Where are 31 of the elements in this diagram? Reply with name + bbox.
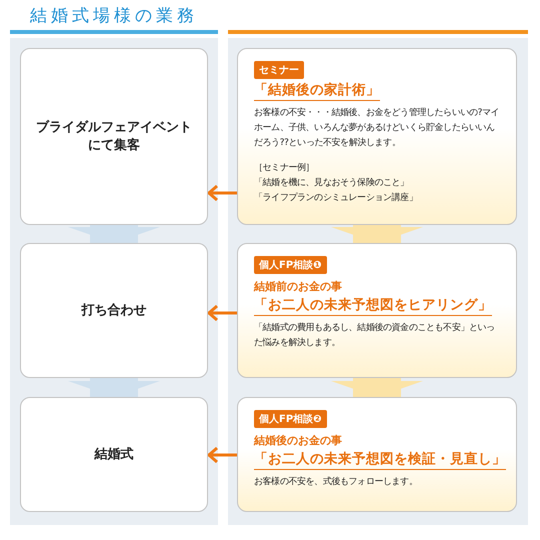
- step-box: [20, 243, 208, 378]
- list-item: 「ライフプランのシミュレーション講座」: [254, 191, 418, 205]
- step-label: 打ち合わせ: [80, 302, 148, 320]
- box-title: 「お二人の未来予想図をヒアリング」: [254, 296, 492, 316]
- step-box: [20, 48, 208, 225]
- step-label: ブライダルフェアイベントにて集客: [35, 118, 193, 154]
- description-text: 「結婚式の費用もあるし、結婚後の資金のことも不安」といった悩みを解決します。: [254, 322, 496, 350]
- arrow: [208, 446, 237, 464]
- subheading: 結婚前のお金の事: [254, 279, 343, 294]
- category-badge: 個人FP相談❶: [254, 256, 327, 274]
- service-box: [237, 48, 517, 225]
- description-text: お客様の不安を、式後もフォローします。: [254, 476, 418, 489]
- step-box: [20, 397, 208, 512]
- chevron-arrow: [331, 378, 423, 397]
- list-heading: ［セミナー例］: [254, 162, 316, 175]
- service-box: [237, 397, 517, 512]
- box-title: 「結婚後の家計術」: [254, 81, 380, 101]
- arrow: [208, 304, 237, 322]
- list-item: 「結婚を機に、見なおそう保険のこと」: [254, 176, 410, 190]
- subheading: 結婚後のお金の事: [254, 433, 343, 448]
- chevron-arrow: [68, 378, 160, 397]
- category-badge: 個人FP相談❷: [254, 410, 327, 428]
- column-heading: 結婚式場様の業務: [29, 5, 199, 27]
- chevron-arrow: [68, 225, 160, 243]
- box-title: 「お二人の未来予想図を検証・見直し」: [254, 450, 506, 470]
- description-text: お客様の不安・・・結婚後、お金をどう管理したらいいの?マイホーム、子供、いろんな夢があるけどいくら貯金したらいいんだろう??といった不安を解決します。: [254, 106, 500, 150]
- step-label: 結婚式: [93, 446, 134, 464]
- service-box: [237, 243, 517, 378]
- arrow: [208, 184, 237, 202]
- category-badge: セミナー: [254, 61, 304, 79]
- chevron-arrow: [331, 225, 423, 243]
